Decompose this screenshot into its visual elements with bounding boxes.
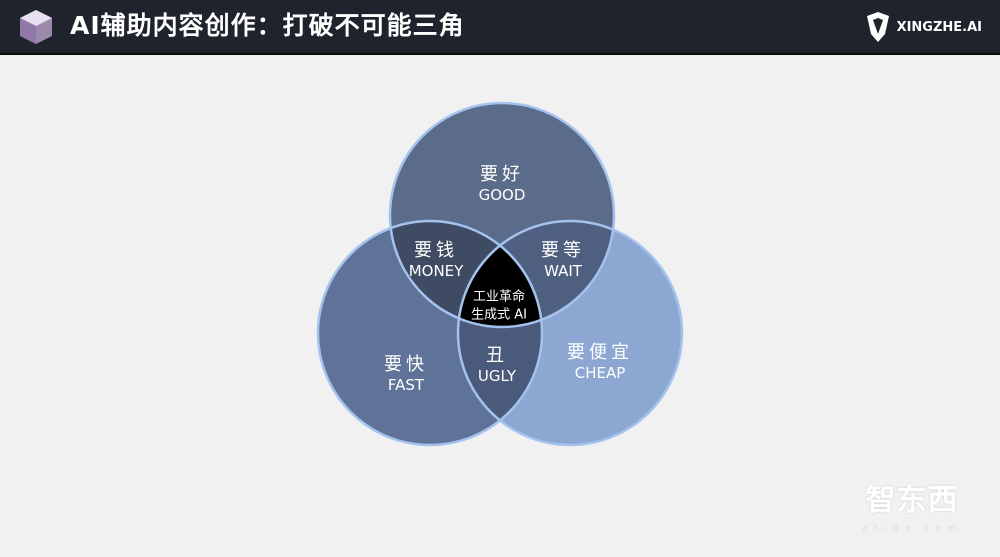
header-bar: AI辅助内容创作：打破不可能三角 XINGZHE.AI [0,0,1000,55]
watermark-url: zhidx.com [862,524,963,534]
brand-name: XINGZHE.AI [896,19,982,35]
page-title: AI辅助内容创作：打破不可能三角 [70,11,465,40]
overlap-center [458,221,542,327]
cube-logo-icon [20,10,52,44]
xingzhe-logo-icon [866,12,889,42]
circle-good-border [388,101,616,329]
watermark-block: 智东西 zhidx.com [862,484,962,535]
brand-logo: XINGZHE.AI [865,12,982,42]
watermark: 智东西 [865,483,959,518]
circle-fast-border [316,219,544,447]
circle-cheap-border [456,219,684,447]
label-center: 工业革命生成式 AI [471,289,527,322]
